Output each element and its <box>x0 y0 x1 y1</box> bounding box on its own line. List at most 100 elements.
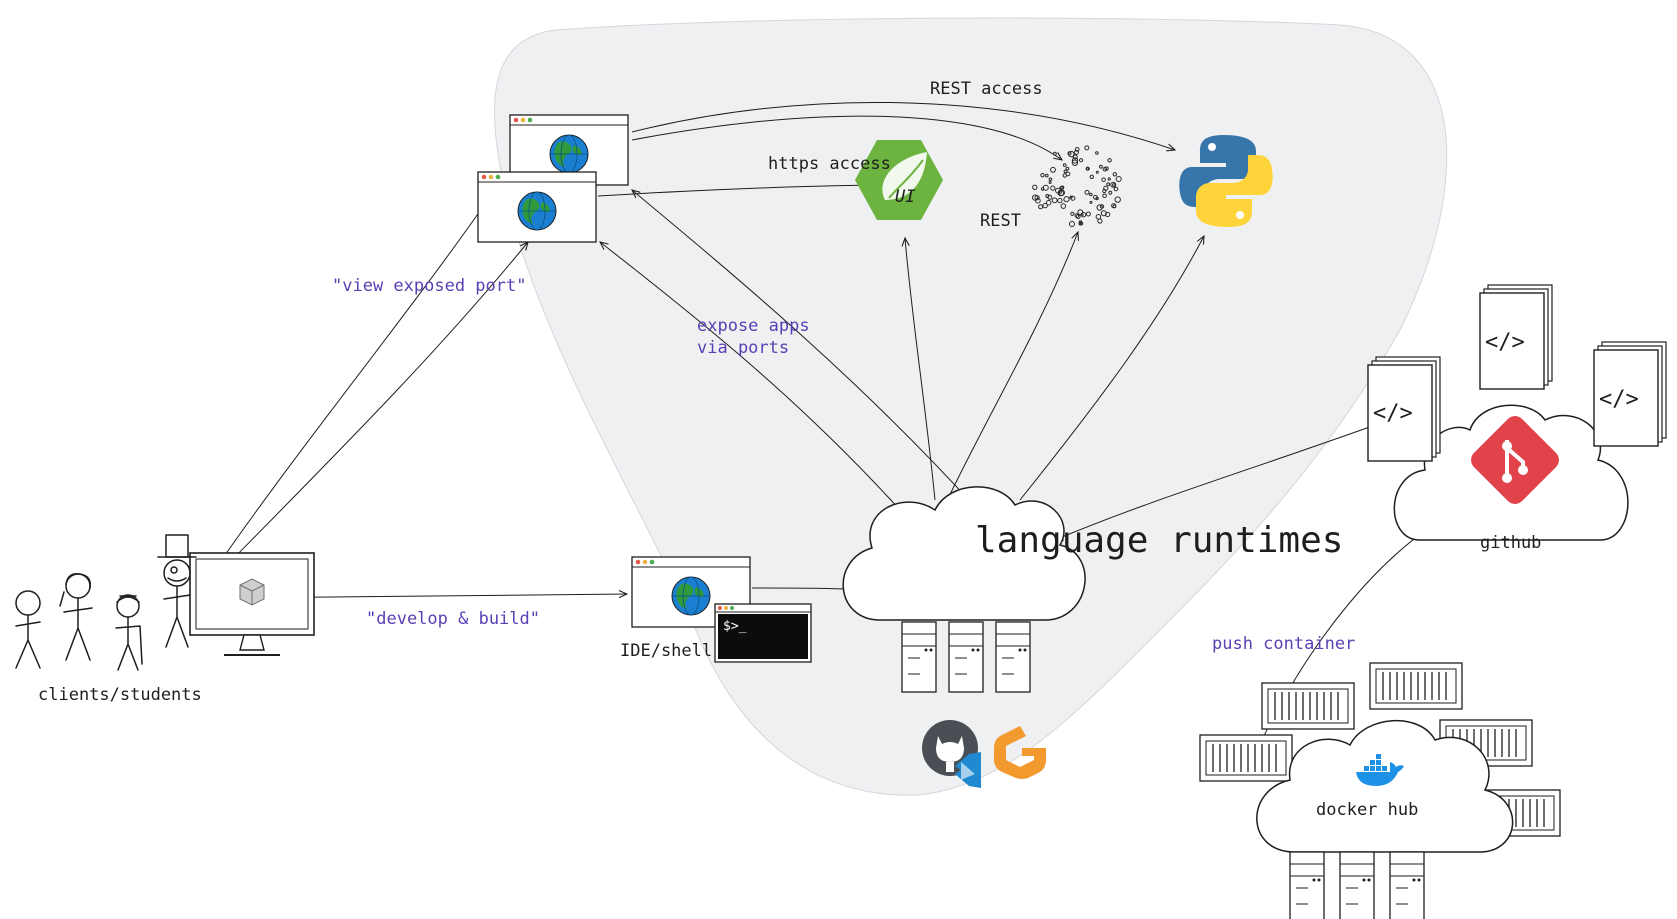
dot-mark <box>1068 150 1075 158</box>
dot-mark <box>1071 159 1079 166</box>
expose-apps-label-line2: via ports <box>697 338 789 358</box>
dot-mark <box>1104 211 1111 218</box>
dot-mark <box>1058 189 1065 196</box>
dot-mark <box>1112 183 1116 187</box>
container-icon <box>1369 662 1463 710</box>
dot-mark <box>1095 170 1099 174</box>
vscode-icon <box>955 752 981 788</box>
server-icon <box>995 621 1031 693</box>
rest-label: REST <box>980 211 1021 231</box>
dot-mark <box>1063 169 1068 174</box>
server-icon <box>901 621 937 693</box>
stick-figure-icon <box>15 590 41 669</box>
dot-mark <box>1032 194 1039 201</box>
git-logo-icon <box>1471 416 1559 504</box>
stick-figure-icon <box>59 572 93 661</box>
terminal-prompt: $>_ <box>723 619 747 634</box>
dot-mark <box>1042 202 1048 209</box>
dot-mark <box>1069 195 1073 199</box>
dot-mark <box>1080 213 1084 217</box>
server-icon <box>1339 851 1375 919</box>
push-container-label: push container <box>1212 634 1355 654</box>
dot-mark <box>1085 211 1091 217</box>
dot-mark <box>1104 166 1109 171</box>
dot-mark <box>1099 204 1105 209</box>
dot-mark <box>1107 158 1112 163</box>
dot-mark <box>1095 151 1099 155</box>
language-runtimes-label: language runtimes <box>975 520 1343 561</box>
dot-mark <box>1072 154 1078 160</box>
server-icon <box>1389 851 1425 919</box>
dot-mark <box>1053 151 1057 156</box>
dot-mark <box>1051 197 1058 204</box>
dot-mark <box>1106 182 1111 187</box>
gitpod-icon <box>994 726 1046 779</box>
stick-figure-icon <box>157 534 197 648</box>
dot-mark <box>1079 158 1084 163</box>
dot-mark <box>1074 213 1080 219</box>
dot-mark <box>1032 184 1038 191</box>
docker-hub-label: docker hub <box>1316 800 1418 820</box>
dot-mark <box>1114 196 1121 203</box>
dot-mark <box>1040 173 1045 178</box>
dot-mark <box>1070 211 1075 216</box>
dot-mark <box>1084 145 1090 151</box>
rest-access-label: REST access <box>930 79 1043 99</box>
dot-mark <box>1047 194 1053 200</box>
ide-shell-label: IDE/shell <box>620 641 712 661</box>
expose-apps-label-line1: expose apps <box>697 316 810 336</box>
dot-mark <box>1089 192 1093 197</box>
dot-mark <box>1045 173 1049 178</box>
stick-figure-icon <box>115 594 143 671</box>
dot-mark <box>1112 204 1117 209</box>
dot-mark <box>1103 185 1109 191</box>
dot-mark <box>1097 218 1103 224</box>
browser-window-front <box>477 171 597 243</box>
server-icon <box>1289 851 1325 919</box>
github-label: github <box>1480 533 1541 553</box>
dot-mark <box>1069 221 1075 227</box>
dot-mark <box>1113 186 1119 192</box>
https-access-label: https access <box>768 154 891 174</box>
view-exposed-port-label: "view exposed port" <box>332 276 526 296</box>
dot-mark <box>1100 210 1107 217</box>
language-runtimes-cloud <box>842 486 1086 621</box>
python-logo-icon <box>1179 135 1273 227</box>
ui-label: UI <box>895 187 915 207</box>
code-glyph: </> <box>1599 387 1639 412</box>
dot-mark <box>1073 149 1079 155</box>
dot-mark <box>1048 177 1053 182</box>
dot-mark <box>1102 193 1107 199</box>
docker-hub-cloud <box>1256 719 1514 853</box>
dot-mark <box>1063 196 1070 203</box>
container-icon <box>1261 682 1355 730</box>
dot-mark <box>1115 176 1122 182</box>
dot-mark <box>1074 147 1080 152</box>
dot-mark <box>1071 157 1079 164</box>
dot-mark <box>1079 221 1084 226</box>
dot-mark <box>1050 166 1056 173</box>
code-glyph: </> <box>1485 330 1525 355</box>
dot-mark <box>1035 197 1041 204</box>
dot-mark <box>1112 172 1118 177</box>
dot-mark <box>1065 166 1070 171</box>
develop-build-label: "develop & build" <box>366 609 540 629</box>
dot-mark <box>1050 185 1056 191</box>
dot-mark <box>1077 209 1084 216</box>
spring-boot-icon <box>855 140 943 220</box>
dot-mark <box>1095 196 1099 201</box>
dot-mark <box>1101 177 1106 182</box>
dot-mark <box>1110 181 1117 188</box>
dot-mark <box>1085 166 1090 171</box>
dot-mark <box>1062 163 1067 167</box>
dot-mark <box>1089 200 1093 204</box>
dot-mark <box>1057 197 1063 204</box>
dot-mark <box>1062 173 1068 178</box>
clients-students-label: clients/students <box>38 685 202 705</box>
dot-mark <box>1045 199 1052 206</box>
docker-whale-icon <box>1356 754 1404 786</box>
dot-mark <box>1042 184 1049 191</box>
dot-mark <box>1107 177 1111 181</box>
dot-mark <box>1084 189 1090 195</box>
